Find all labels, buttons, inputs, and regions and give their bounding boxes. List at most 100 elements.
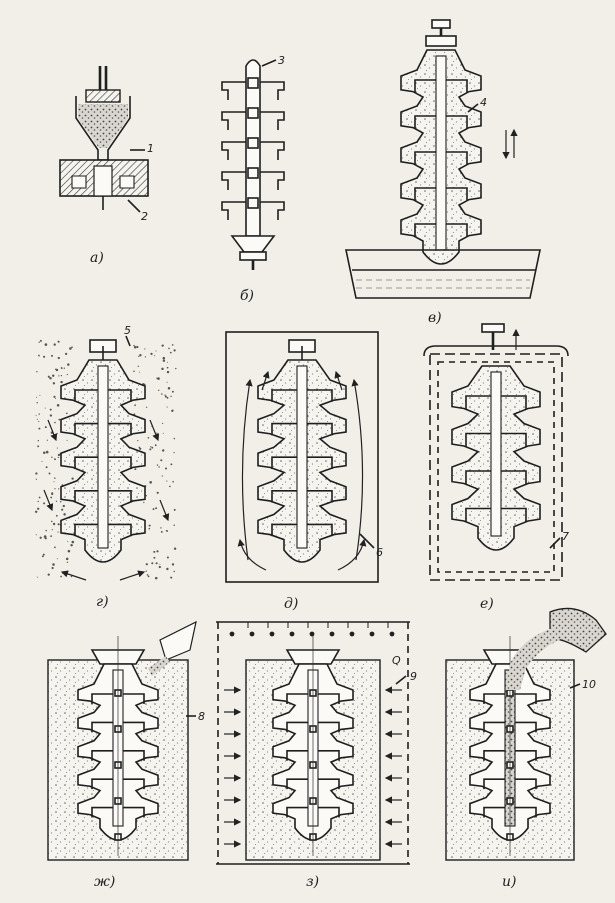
sand-grain [52,522,56,526]
cavity-right [446,79,468,93]
sand-grain [165,530,168,532]
cavity-right [318,693,340,704]
sand-grain [66,561,69,563]
cavity-right [307,422,333,436]
sand-grain [70,575,73,578]
heater-dot [349,631,355,637]
sand-grain [52,563,55,566]
sand-grain [36,576,38,578]
cavity-left [286,778,308,790]
shell-mold [451,365,541,551]
sand-grain [56,447,58,449]
sand-grain [161,393,163,395]
callout-6: 6 [376,546,383,559]
cavity-left [91,778,113,790]
sand-grain [169,351,172,354]
sand-grain [53,481,55,483]
sand-grain [139,447,142,450]
air-arrow [261,370,270,391]
callout-4: 4 [480,96,487,109]
sand-grain [166,366,169,369]
sand-grain [147,436,150,439]
sand-grain [38,427,41,430]
sand-grain [37,440,39,442]
cavity-left [74,490,98,503]
cavity-left [483,750,505,761]
airflow-arrows [237,370,367,571]
sand-grain [36,396,38,398]
sand-grain [58,418,61,421]
sand-grain [66,373,68,376]
callout-10: 10 [582,678,596,691]
sand-grain [56,404,60,407]
sand-grain [35,415,37,417]
callout-2: 2 [141,210,148,223]
sand-grain [173,570,175,573]
sand-grain [173,452,175,454]
sand-grain [60,575,62,578]
sand-grain [67,549,71,553]
sand-grain [164,394,166,396]
sand-grain [38,355,40,357]
sand-grain [57,531,59,533]
air-arrow [334,370,343,391]
cavity-right [123,778,145,790]
sand-grain [44,343,48,346]
cavity-left [414,187,436,201]
pattern-gate-square [247,167,259,179]
cavity-right [108,422,132,436]
panel-d-drying: 6 д) [225,331,383,612]
sand-grain [162,356,166,360]
sand-grain [48,472,51,475]
sand-grain [166,480,168,482]
heater-dot [329,631,335,637]
sand-grain [171,344,174,346]
sand-grain [51,529,53,531]
cavity-right [446,115,468,129]
cavity-left [414,223,436,237]
sand-grain [43,355,46,358]
sand-grain [55,368,59,372]
sand-grain [39,339,42,342]
sand-grain [67,363,70,366]
cavity-left [271,422,297,436]
sand-grain [35,472,38,475]
sand-grain [166,381,168,383]
air-arrow [237,538,267,571]
sprue-channel [490,371,502,537]
cavity-left [483,806,505,818]
sand-grain [43,535,47,538]
sand-grain [54,458,56,461]
sand-grain [50,535,52,537]
sand-grain [58,375,60,377]
sand-grain [47,375,50,378]
cavity-right [446,151,468,165]
panel-e-dewaxing: 7 е) [423,323,569,612]
sand-grain [54,477,56,479]
heater-dot [309,631,315,637]
sand-grain [156,464,159,466]
cavity-right [515,721,537,733]
panel-z-baking: Q 9 з) [216,621,417,890]
panel-v-dipping-in-slurry: 4 в) [345,19,541,326]
sand-grain [137,440,139,442]
sand-grain [51,354,53,357]
sand-grain [42,553,45,556]
pattern-gate-square [247,77,259,89]
callout-9: 9 [410,670,417,683]
sand-grain [41,460,43,463]
sand-grain [158,565,161,569]
sand-grain [45,450,49,454]
callout-5: 5 [124,324,131,337]
sand-grain [62,504,65,508]
cavity-left [271,523,297,537]
sand-grain [171,563,175,566]
sand-grain [43,502,46,505]
panel-g-sanding: 5 г) [35,324,177,610]
cavity-right [307,523,333,537]
sand-grain [164,467,168,470]
sand-grain [158,466,160,468]
caption-e: е) [480,596,494,612]
callout-3: 3 [278,54,285,67]
sand-grain [168,347,170,350]
